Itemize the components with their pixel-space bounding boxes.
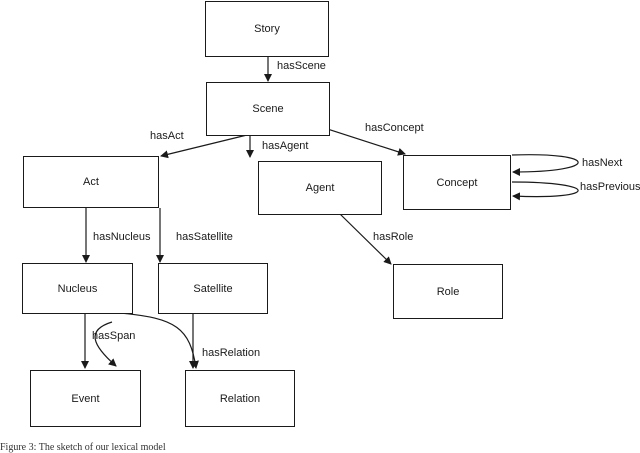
figure-caption: Figure 3: The sketch of our lexical mode… (0, 442, 166, 453)
edge-has-span (94, 321, 117, 367)
edge-has-act (160, 134, 248, 159)
label-has-act: hasAct (150, 130, 184, 142)
label-has-satellite: hasSatellite (176, 231, 233, 243)
label-has-scene: hasScene (277, 60, 326, 72)
label-has-next: hasNext (582, 157, 623, 169)
edge-has-previous (511, 181, 579, 201)
node-satellite: Satellite (158, 263, 268, 314)
node-scene: Scene (206, 82, 330, 136)
label-has-span: hasSpan (92, 330, 136, 342)
label-has-agent: hasAgent (262, 140, 309, 152)
node-agent: Agent (258, 161, 382, 215)
label-has-concept: hasConcept (365, 122, 424, 134)
label-has-role: hasRole (373, 231, 414, 243)
node-story: Story (205, 1, 329, 57)
node-relation: Relation (185, 370, 295, 427)
node-role: Role (393, 264, 503, 319)
edge-has-next (511, 154, 579, 176)
node-nucleus: Nucleus (22, 263, 133, 314)
edge-has-role (339, 213, 392, 265)
node-event: Event (30, 370, 141, 427)
label-has-nucleus: hasNucleus (93, 231, 151, 243)
node-concept: Concept (403, 155, 511, 210)
label-has-relation: hasRelation (202, 347, 261, 359)
node-act: Act (23, 156, 159, 208)
edge-has-relation (119, 312, 199, 369)
label-has-previous: hasPrevious (580, 181, 640, 193)
